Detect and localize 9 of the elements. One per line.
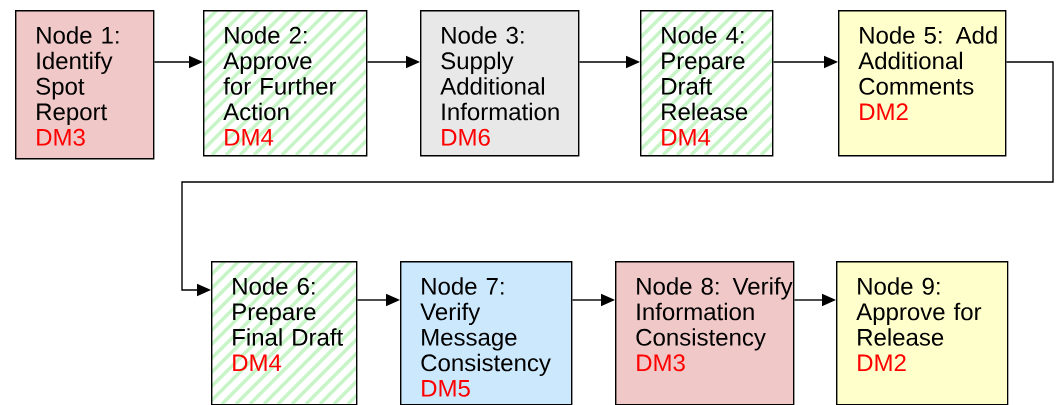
- process-box: Node 3: Supply Additional Information DM6: [420, 10, 580, 157]
- process-box: Node 9: Approve for Release DM2: [836, 261, 1009, 405]
- process-box: Node 6: Prepare Final Draft DM4: [211, 261, 358, 405]
- process-box: Node 2: Approve for Further Action DM4: [203, 10, 368, 157]
- process-box: Node 8: Verify Information Consistency DM3: [615, 261, 795, 405]
- process-box: Node 4: Prepare Draft Release DM4: [640, 10, 774, 157]
- process-box: Node 5: Add Additional Comments DM2: [838, 10, 1007, 157]
- process-box: Node 7: Verify Message Consistency DM5: [400, 261, 573, 405]
- process-box: Node 1: Identify Spot Report DM3: [15, 10, 155, 160]
